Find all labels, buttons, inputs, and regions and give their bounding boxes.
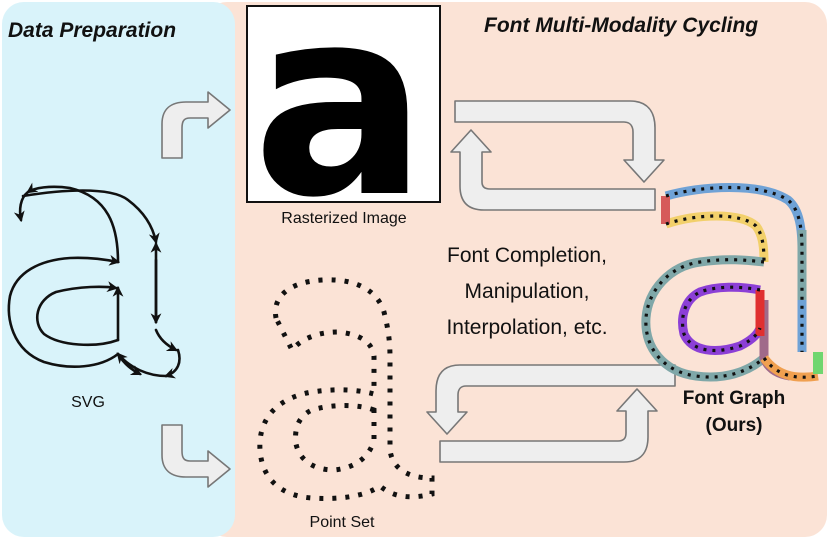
graph-label-line-1: Font Graph — [683, 388, 785, 409]
flow-arrow-svg-to-pointset — [161, 424, 231, 488]
raster-glyph: a — [252, 0, 427, 255]
svg-caption: SVG — [71, 394, 105, 411]
right-panel-title: Font Multi-Modality Cycling — [484, 14, 758, 37]
graph-node-green — [813, 352, 823, 374]
cycle-arrow-graph-to-pointset — [426, 364, 676, 435]
graph-label-line-2: (Ours) — [706, 415, 763, 436]
tasks-line-2: Manipulation, — [465, 280, 590, 303]
raster-image-frame — [246, 5, 441, 203]
left-panel-background — [2, 2, 235, 537]
pointset-caption: Point Set — [310, 514, 375, 531]
left-panel-title: Data Preparation — [8, 19, 176, 42]
svg-vector-glyph — [7, 182, 181, 379]
tasks-line-3: Interpolation, etc. — [446, 316, 607, 339]
point-set-glyph — [257, 277, 435, 501]
tasks-line-1: Font Completion, — [447, 244, 607, 267]
cycle-arrow-pointset-to-graph — [439, 388, 658, 463]
cycle-arrow-raster-to-graph — [454, 100, 665, 183]
cycle-arrow-graph-to-raster — [450, 129, 656, 211]
font-graph-glyph — [641, 183, 823, 382]
flow-arrow-svg-to-raster — [161, 91, 231, 159]
raster-caption: Rasterized Image — [281, 210, 406, 227]
graph-node-red — [661, 196, 670, 224]
